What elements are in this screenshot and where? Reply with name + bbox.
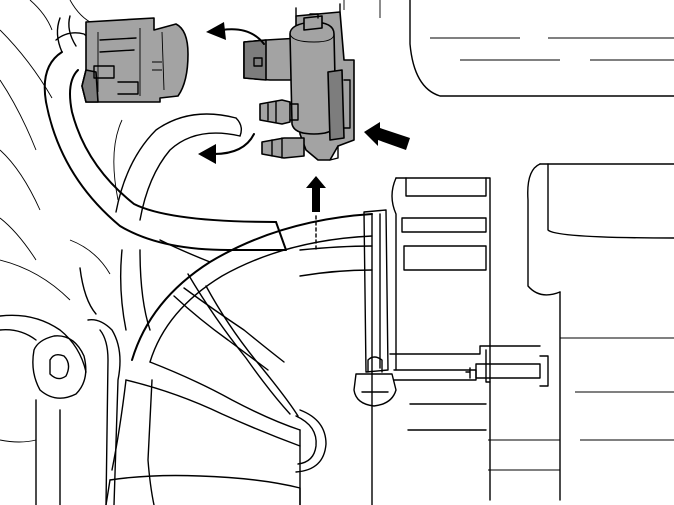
intake-duct xyxy=(105,213,373,505)
arrow-head xyxy=(198,144,216,164)
curved-arrow-icon xyxy=(213,133,255,155)
arrow-remove-valve xyxy=(364,122,410,150)
straight-arrow-icon xyxy=(364,122,410,150)
curved-arrow-icon xyxy=(221,28,265,45)
electrical-connector xyxy=(55,15,189,103)
solenoid-port-upper xyxy=(259,99,299,125)
throttle-body xyxy=(389,177,549,501)
arrow-disconnect-hose xyxy=(198,133,255,164)
air-cleaner-housing xyxy=(488,163,674,501)
solenoid-port-lower xyxy=(261,137,305,159)
solenoid-valve xyxy=(243,3,355,161)
straight-arrow-icon xyxy=(306,176,326,212)
engine-cover xyxy=(343,0,674,97)
left-structure xyxy=(0,0,121,505)
hose-clamp xyxy=(353,209,397,407)
arrow-up xyxy=(306,176,326,251)
arrow-head xyxy=(206,22,226,40)
arrow-disconnect-connector xyxy=(206,22,265,45)
